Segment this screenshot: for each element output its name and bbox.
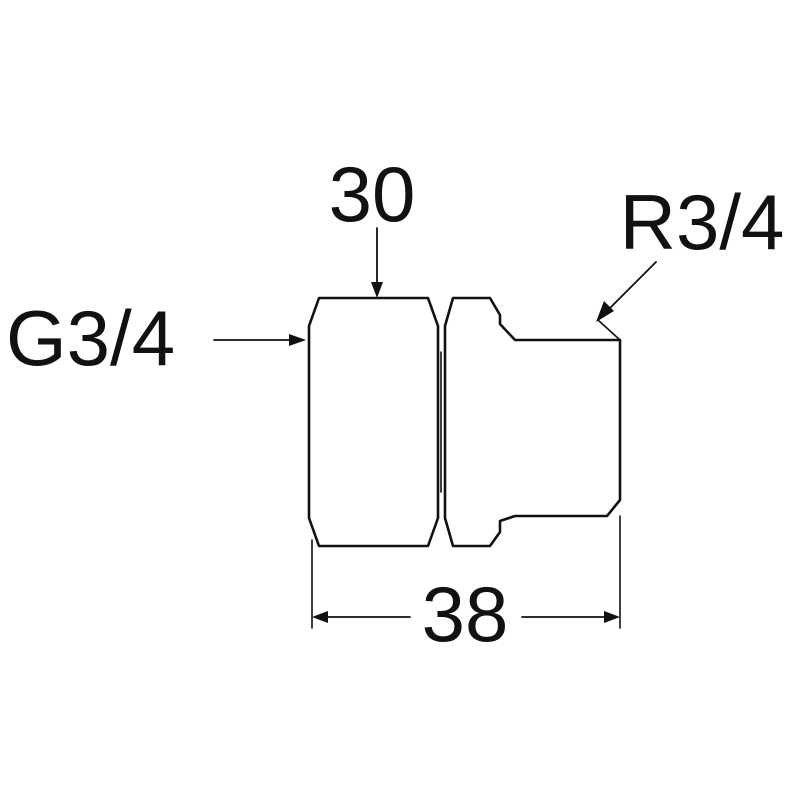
right-thread-label: R3/4 xyxy=(620,178,785,266)
right-nipple-body xyxy=(443,296,622,548)
right-thread-leader xyxy=(607,261,657,311)
left-thread-arrowhead xyxy=(289,334,306,346)
top-dimension-arrowhead xyxy=(371,282,383,298)
left-nut-body xyxy=(307,296,440,548)
right-thread-arrowhead xyxy=(596,301,614,322)
length-arrowhead-left xyxy=(312,611,328,623)
left-thread-label: G3/4 xyxy=(6,294,175,382)
thread-chamfer-line xyxy=(597,319,621,341)
length-arrowhead-right xyxy=(604,611,620,623)
top-dimension-label: 30 xyxy=(329,150,416,238)
overall-length-label: 38 xyxy=(422,570,509,658)
